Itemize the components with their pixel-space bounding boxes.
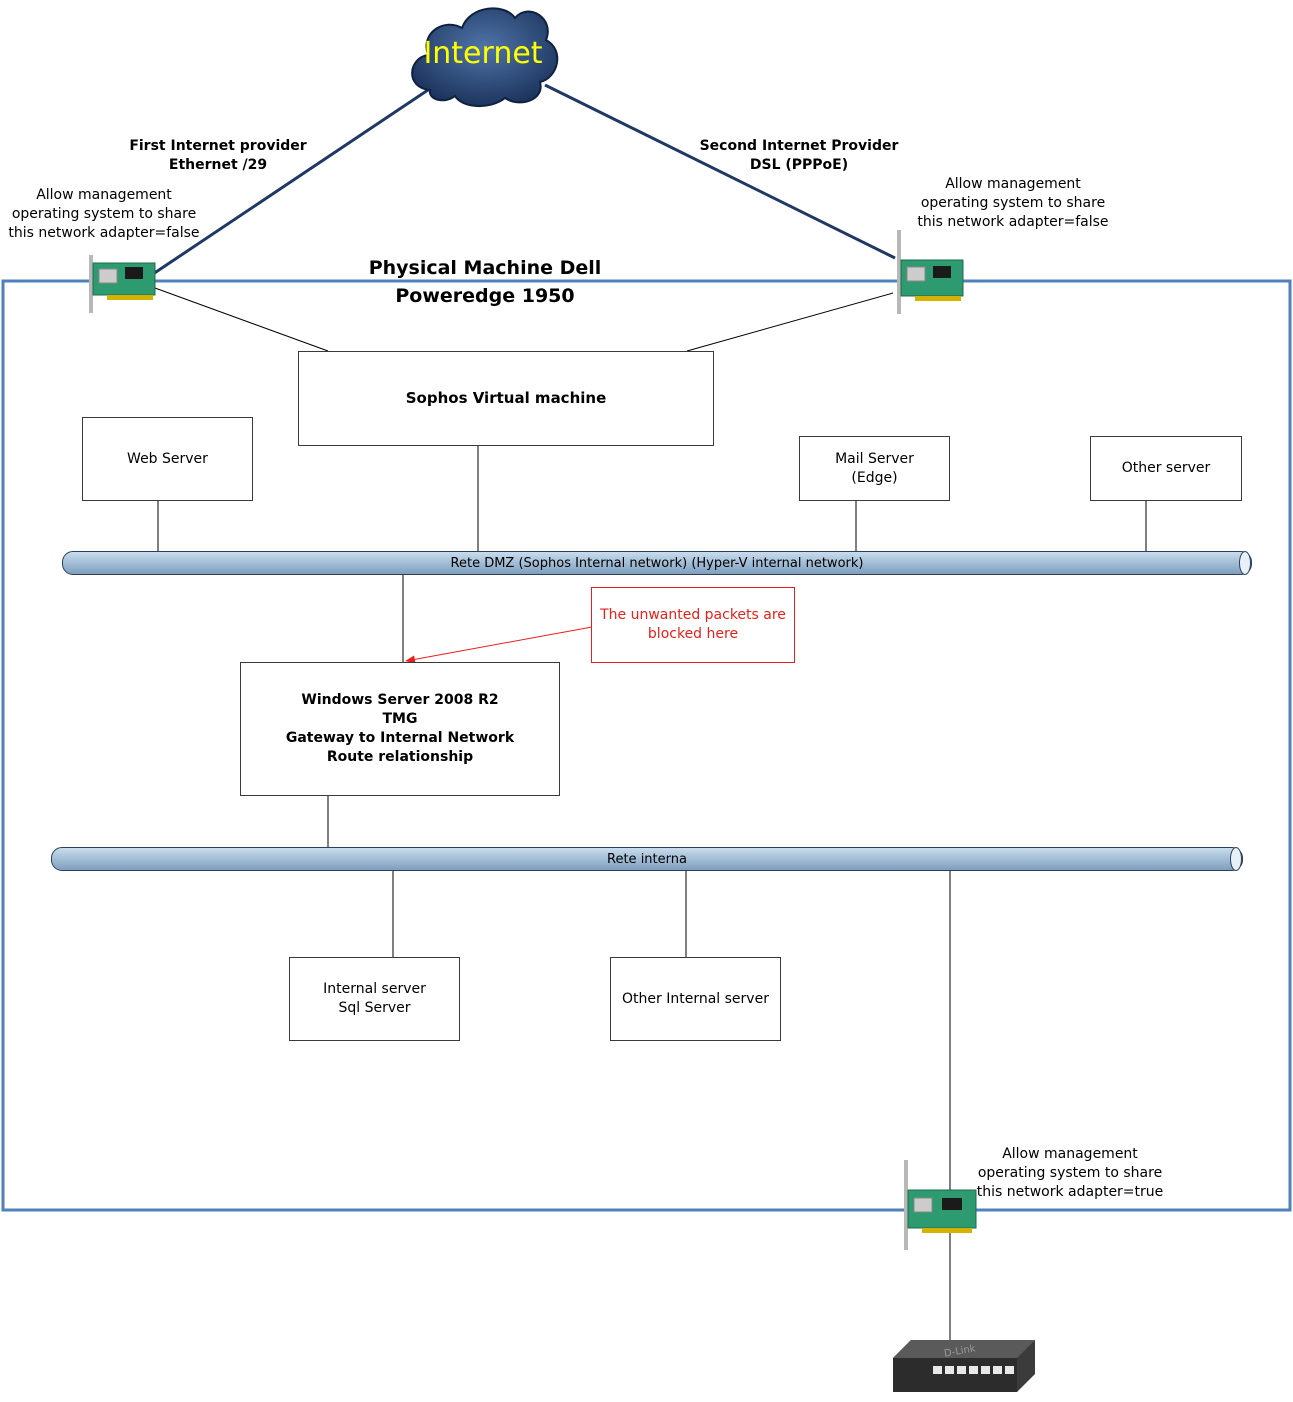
uplink-second-provider	[544, 83, 896, 260]
internal-network-bus: Rete interna	[51, 847, 1243, 871]
network-switch-icon	[893, 1340, 1035, 1392]
mail-server-box: Mail Server (Edge)	[799, 436, 950, 501]
machine-frame	[1, 279, 1292, 1212]
link-left-adapter-sophos	[154, 287, 329, 352]
sophos-vm-box: Sophos Virtual machine	[298, 351, 714, 446]
first-provider-label: First Internet provider Ethernet /29	[129, 138, 307, 173]
other-server-label: Other server	[1121, 460, 1211, 476]
web-server-label: Web Server	[127, 450, 208, 467]
uplink-first-provider	[149, 88, 429, 278]
right-adapter-note: Allow management operating system to sha…	[917, 176, 1109, 230]
machine-title: Physical Machine Dell Poweredge 1950	[368, 257, 602, 307]
other-internal-server-box: Other Internal server	[610, 957, 781, 1041]
second-provider-label: Second Internet Provider DSL (PPPoE)	[699, 138, 899, 173]
sql-server-label: Internal server Sql Server	[323, 981, 426, 1016]
internet-label: Internet	[423, 36, 543, 71]
dmz-network-bus: Rete DMZ (Sophos Internal network) (Hype…	[62, 551, 1252, 575]
mail-server-label: Mail Server (Edge)	[835, 450, 914, 486]
sophos-vm-label: Sophos Virtual machine	[405, 389, 607, 407]
bottom-adapter-note: Allow management operating system to sha…	[976, 1146, 1164, 1200]
internal-network-label: Rete interna	[607, 851, 687, 867]
tmg-gateway-label: Windows Server 2008 R2 TMG Gateway to In…	[285, 692, 515, 765]
cloud-icon	[411, 7, 559, 107]
tmg-gateway-box: Windows Server 2008 R2 TMG Gateway to In…	[240, 662, 560, 796]
network-adapter-icon	[89, 255, 156, 313]
sql-server-box: Internal server Sql Server	[289, 957, 460, 1041]
network-adapter-icon	[897, 230, 964, 314]
network-adapter-icon	[904, 1160, 977, 1250]
web-server-box: Web Server	[82, 417, 253, 501]
callout-arrow	[405, 626, 593, 664]
other-internal-server-label: Other Internal server	[622, 990, 769, 1007]
dmz-network-label: Rete DMZ (Sophos Internal network) (Hype…	[450, 555, 864, 571]
link-right-adapter-sophos	[686, 292, 894, 352]
left-adapter-note: Allow management operating system to sha…	[8, 187, 200, 241]
callout-text: The unwanted packets are blocked here	[600, 607, 786, 642]
callout-box: The unwanted packets are blocked here	[591, 587, 795, 663]
other-server-box: Other server	[1090, 436, 1242, 501]
